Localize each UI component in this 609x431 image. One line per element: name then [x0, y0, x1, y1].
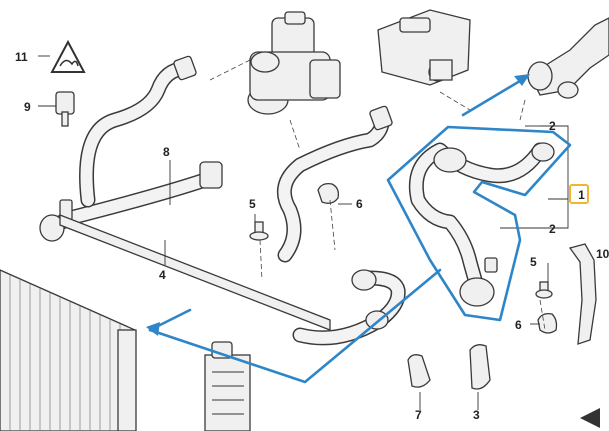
thermostat-housing	[247, 11, 341, 115]
radiator	[0, 269, 137, 431]
bracket-10	[568, 243, 597, 345]
highlight-arrow-down	[146, 268, 442, 384]
engine-component	[377, 9, 471, 86]
label-2-top: 2	[549, 119, 556, 133]
highlight-outline	[386, 125, 572, 322]
label-11: 11	[15, 50, 28, 64]
label-4: 4	[159, 268, 166, 282]
hose-1	[408, 142, 555, 307]
hose-8	[39, 55, 223, 242]
leader-lines	[38, 55, 569, 410]
outlet-pipe	[527, 17, 609, 99]
label-6-top: 6	[356, 197, 363, 211]
label-5-top: 5	[249, 197, 256, 211]
label-10: 10	[596, 247, 609, 261]
label-1: 1	[578, 188, 585, 202]
bolt-5-right	[535, 281, 553, 299]
warning-triangle-icon	[50, 39, 86, 73]
label-7: 7	[415, 408, 422, 422]
bolt-5-top	[249, 221, 269, 241]
sensor-9	[55, 91, 75, 127]
label-6-right: 6	[515, 318, 522, 332]
clip-3	[469, 344, 491, 390]
hose-lower	[292, 269, 406, 346]
clip-7	[407, 354, 431, 388]
label-3: 3	[473, 408, 480, 422]
label-8: 8	[163, 145, 170, 159]
label-2-bottom: 2	[549, 222, 556, 236]
hose-middle	[276, 105, 393, 263]
crossbar	[59, 214, 331, 331]
label-9: 9	[24, 100, 31, 114]
clip-6-top	[317, 182, 340, 204]
clip-6-right	[537, 312, 558, 334]
arrow-icon	[580, 408, 600, 428]
dashed-lines	[209, 59, 546, 331]
label-5-right: 5	[530, 255, 537, 269]
highlight-arrow-up	[461, 74, 530, 117]
label-1-box: 1	[569, 184, 589, 204]
